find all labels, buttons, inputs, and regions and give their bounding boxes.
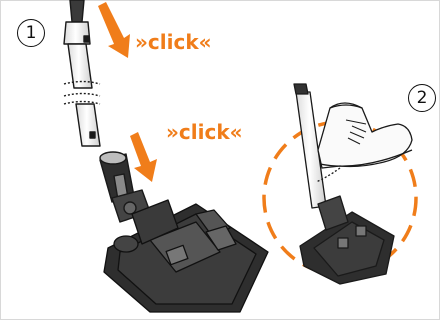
arrow-down-icon (130, 132, 157, 182)
step-number-1: 1 (17, 19, 45, 47)
click-label-top: »click« (135, 30, 212, 54)
foot-on-nozzle (293, 83, 413, 285)
step-number-2: 2 (408, 84, 436, 112)
arrow-down-icon (98, 2, 130, 58)
floor-nozzle (103, 199, 269, 313)
click-label-bottom: »click« (166, 120, 243, 144)
tube-assembly (63, 0, 151, 223)
